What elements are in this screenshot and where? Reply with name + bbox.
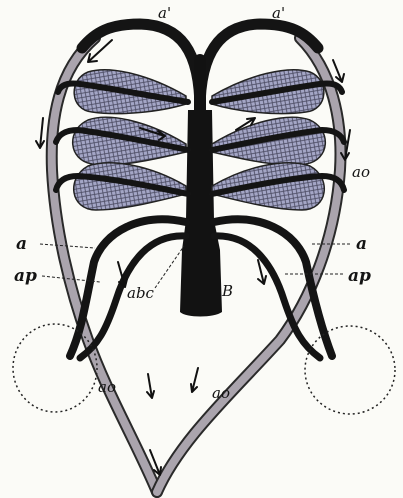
label-a-left: a xyxy=(16,234,27,254)
label-bulb-B: B xyxy=(221,282,233,300)
left-lung-outline xyxy=(13,324,97,412)
label-a-prime-right: a' xyxy=(272,4,285,22)
label-ao-right-upper: ao xyxy=(352,163,370,181)
gill-lamellae-right xyxy=(212,70,344,210)
label-ap-left: ap xyxy=(14,266,37,286)
right-lung-outline xyxy=(305,326,395,414)
label-abc: abc xyxy=(127,284,155,302)
label-a-right: a xyxy=(356,234,367,254)
gill-lamellae-left xyxy=(56,70,188,210)
label-ao-right-lower: ao xyxy=(212,384,230,402)
label-ap-right: ap xyxy=(348,266,371,286)
label-ao-left-lower: ao xyxy=(98,378,116,396)
label-a-prime-left: a' xyxy=(158,4,171,22)
